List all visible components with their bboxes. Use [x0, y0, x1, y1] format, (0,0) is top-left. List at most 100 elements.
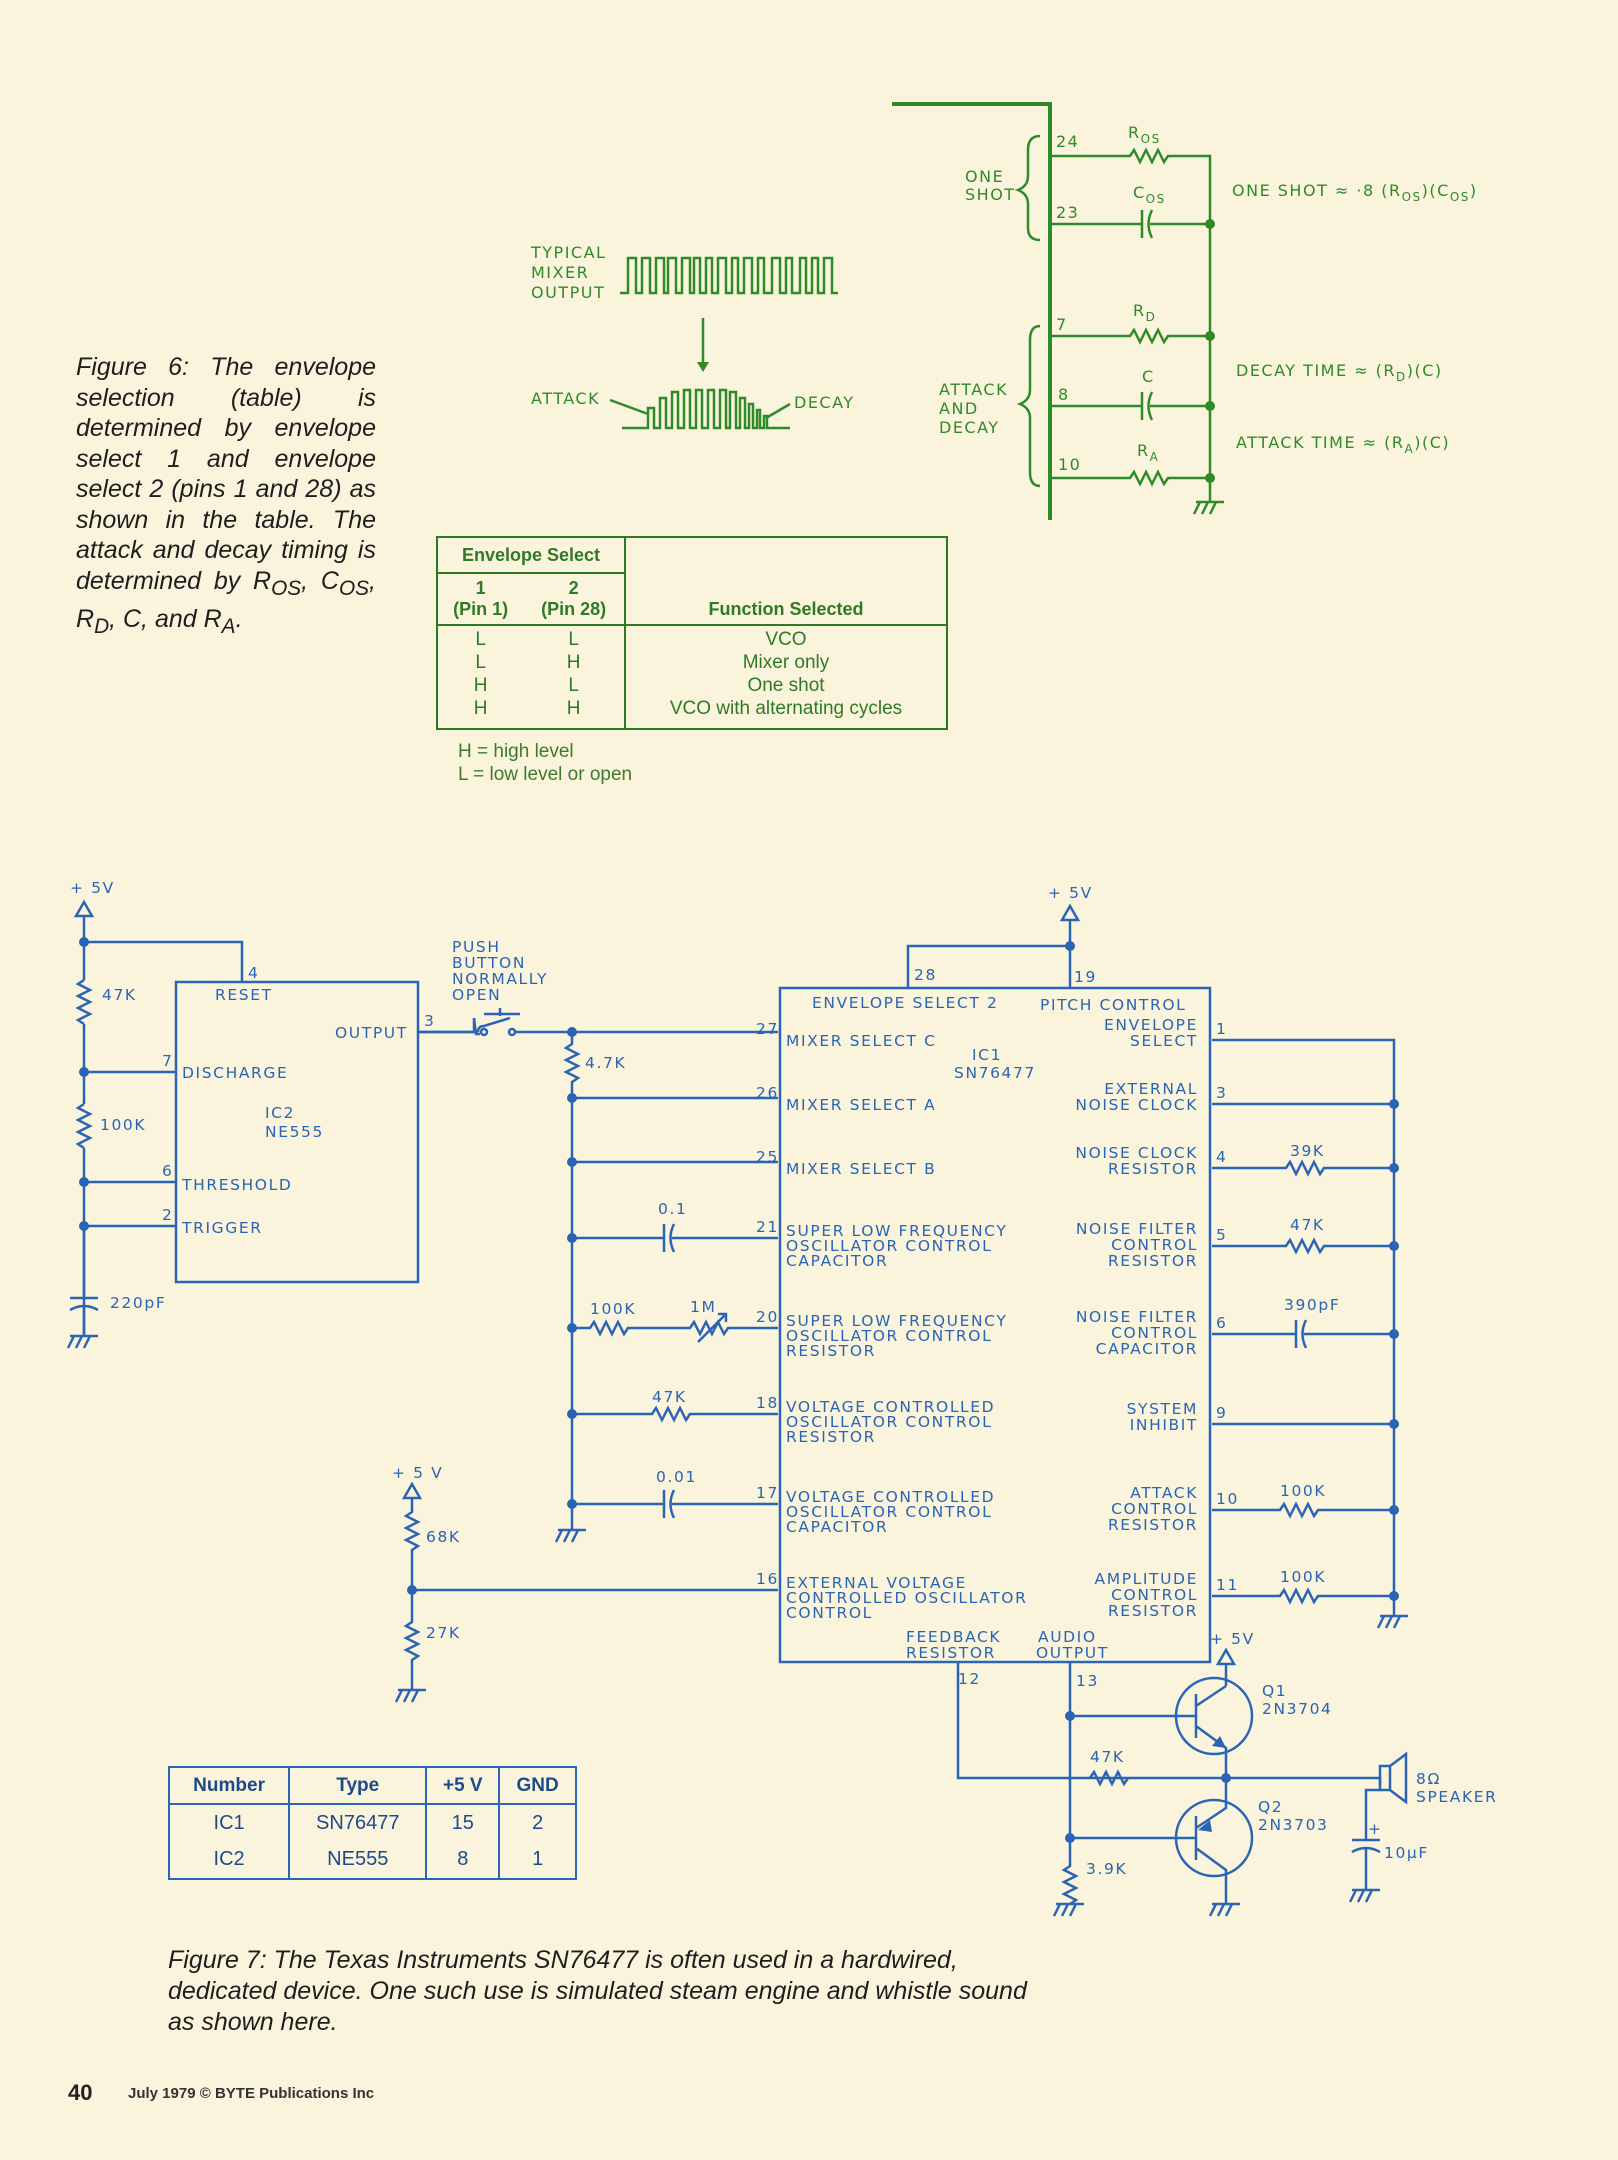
r3-9k-label: 3.9K	[1086, 1860, 1127, 1878]
ic1-pin-number: 6	[1216, 1314, 1227, 1332]
mixer-output-waveform	[620, 256, 838, 295]
c0-01-capacitor	[572, 1489, 778, 1519]
junction-dot	[1389, 1241, 1399, 1251]
ic1-pin-label: VOLTAGE CONTROLLED	[786, 1488, 995, 1506]
speaker-wire	[1226, 1776, 1382, 1786]
ic1-pin-label: CONTROL	[1111, 1324, 1198, 1342]
ic1-pin-label: RESISTOR	[1108, 1160, 1198, 1178]
figure-6-caption: Figure 6: The envelope selection (table)…	[76, 353, 376, 638]
ic1-pin-label: RESISTOR	[786, 1342, 876, 1360]
q2-label-2: 2N3703	[1258, 1816, 1329, 1834]
ic1-pin-number: 3	[1216, 1084, 1227, 1102]
r39k-resistor	[1212, 1159, 1394, 1177]
table-legend: H = high level L = low level or open	[458, 740, 632, 786]
speaker-label-2: SPEAKER	[1416, 1788, 1498, 1806]
pitch-label: PITCH CONTROL	[1040, 996, 1186, 1014]
one-shot-label-2: SHOT	[965, 185, 1016, 204]
r-os-resistor	[1050, 147, 1212, 470]
c0-1-capacitor	[572, 1223, 778, 1253]
junction-dot	[567, 1409, 577, 1419]
pin-3: 3	[424, 1012, 435, 1030]
q2-leads	[1176, 1778, 1228, 1904]
ic1-pin-label: CONTROL	[1111, 1586, 1198, 1604]
ic-table-cell: IC1	[167, 1803, 291, 1842]
junction-dot	[1389, 1329, 1399, 1339]
junction-dot	[1389, 1591, 1399, 1601]
trigger-label: TRIGGER	[181, 1219, 263, 1237]
pin-7: 7	[1056, 315, 1068, 334]
threshold-label: THRESHOLD	[181, 1176, 292, 1194]
ic1-pin-label: NOISE CLOCK	[1075, 1144, 1198, 1162]
plus5v-q1: + 5V	[1210, 1630, 1255, 1648]
ic1-pin-label: OSCILLATOR CONTROL	[786, 1503, 992, 1521]
r68k-label: 68K	[426, 1528, 461, 1546]
q2-label-1: Q2	[1258, 1798, 1283, 1816]
ic1-pin-label: CONTROL	[1111, 1500, 1198, 1518]
c220pf-capacitor	[66, 1226, 99, 1349]
pin-19: 19	[1074, 968, 1097, 986]
ic-table-cell: NE555	[288, 1841, 428, 1881]
ic1-pin-number: 27	[756, 1020, 779, 1038]
r-d-resistor	[1050, 327, 1210, 345]
one-shot-formula: ONE SHOT ≈ ·8 (ROS)(COS)	[1232, 181, 1478, 204]
c-os-label: COS	[1133, 183, 1166, 206]
junction-dot	[1389, 1419, 1399, 1429]
ic-table-cell: 2	[498, 1803, 577, 1842]
q1-leads	[1176, 1684, 1228, 1778]
junction-dot	[567, 1499, 577, 1509]
r100k-c-resistor	[1212, 1501, 1394, 1519]
attack-decay-label-2: AND	[939, 399, 979, 418]
pin-2: 2	[162, 1206, 173, 1224]
attack-decay-label-3: DECAY	[939, 418, 1000, 437]
junction-dot	[1389, 1099, 1399, 1109]
plus5v-left: + 5V	[70, 879, 115, 897]
r-a-resistor	[1050, 469, 1210, 487]
r47k-resistor	[75, 978, 93, 1026]
figure-6-diagram: TYPICAL MIXER OUTPUT ATTACK DECAY 24 23 …	[530, 102, 1478, 520]
ic1-pin-label: OSCILLATOR CONTROL	[786, 1327, 992, 1345]
r1m-label: 1M	[690, 1298, 716, 1316]
reset-label: RESET	[215, 986, 273, 1004]
ic2-box	[174, 980, 420, 1284]
ic1-pin-label: RESISTOR	[786, 1428, 876, 1446]
r100k-1m-resistors	[572, 1319, 778, 1337]
bus-line	[892, 102, 1052, 520]
c10uf-label: 10μF	[1384, 1844, 1429, 1862]
c-label: C	[1142, 367, 1155, 386]
ic-table-cell: SN76477	[288, 1803, 428, 1842]
ic1-pin-label: EXTERNAL	[1104, 1080, 1198, 1098]
r27k-label: 27K	[426, 1624, 461, 1642]
junction-dot	[567, 1157, 577, 1167]
output-label: OUTPUT	[335, 1024, 408, 1042]
ic1-pin-number: 5	[1216, 1226, 1227, 1244]
q1-emitter-arrow	[1212, 1736, 1226, 1748]
q1-label-1: Q1	[1262, 1682, 1287, 1700]
ic1-pin-label: NOISE FILTER	[1076, 1308, 1198, 1326]
r47k-c-resistor	[1212, 1237, 1394, 1255]
ic1-pin-label: OSCILLATOR CONTROL	[786, 1237, 992, 1255]
ground-right-bus	[1376, 1614, 1408, 1629]
pin-6: 6	[162, 1162, 173, 1180]
speaker-label-1: 8Ω	[1416, 1770, 1441, 1788]
ic1-pin-label: RESISTOR	[1108, 1252, 1198, 1270]
ic1-pin-label: NOISE FILTER	[1076, 1220, 1198, 1238]
c220pf-label: 220pF	[110, 1294, 166, 1312]
r4-7k-and-bus	[563, 1032, 581, 1530]
ic-table-header-number: Number	[167, 1765, 291, 1806]
r100k-b-label: 100K	[590, 1300, 636, 1318]
footer-text: July 1979 © BYTE Publications Inc	[128, 2085, 375, 2102]
feedback-wire	[956, 1662, 1224, 1780]
pin-13: 13	[1076, 1672, 1099, 1690]
ic1-pin-label: CAPACITOR	[786, 1252, 888, 1270]
c0-01-label: 0.01	[656, 1468, 697, 1486]
r100k-resistor	[75, 1102, 93, 1150]
r47k-c-label: 47K	[1290, 1216, 1325, 1234]
feedback-label-1: FEEDBACK	[906, 1628, 1001, 1646]
r100k-d-label: 100K	[1280, 1568, 1326, 1586]
c-capacitor	[1050, 391, 1210, 421]
attack-formula: ATTACK TIME ≈ (RA)(C)	[1236, 433, 1450, 456]
c-os-capacitor	[1050, 209, 1210, 239]
junction-dot	[1205, 219, 1215, 229]
